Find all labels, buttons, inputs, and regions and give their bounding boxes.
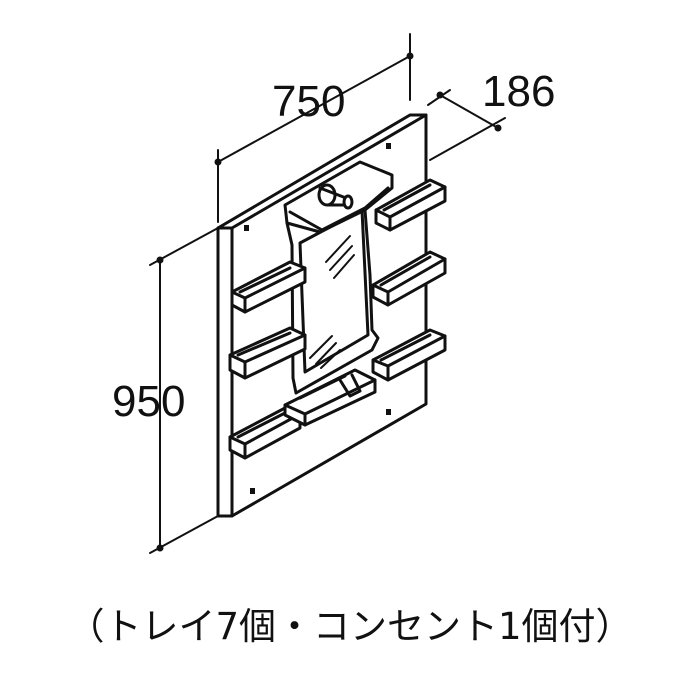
right-tray-1: [374, 178, 447, 232]
height-label: 950: [112, 377, 185, 426]
right-tray-2: [371, 250, 447, 307]
mount-markers: [244, 143, 391, 494]
bottom-center-tray: [283, 368, 377, 427]
width-dimension: [214, 33, 414, 223]
left-tray-2: [228, 326, 307, 380]
left-tray-3: [228, 406, 302, 460]
width-label: 750: [272, 77, 345, 126]
left-tray-1: [230, 260, 307, 314]
right-tray-3: [371, 328, 447, 382]
product-caption: （トレイ7個・コンセント1個付）: [67, 605, 633, 648]
depth-label: 186: [482, 67, 555, 116]
height-dimension: [149, 227, 219, 554]
depth-dimension: [427, 89, 506, 161]
center-mirror: [283, 160, 394, 395]
